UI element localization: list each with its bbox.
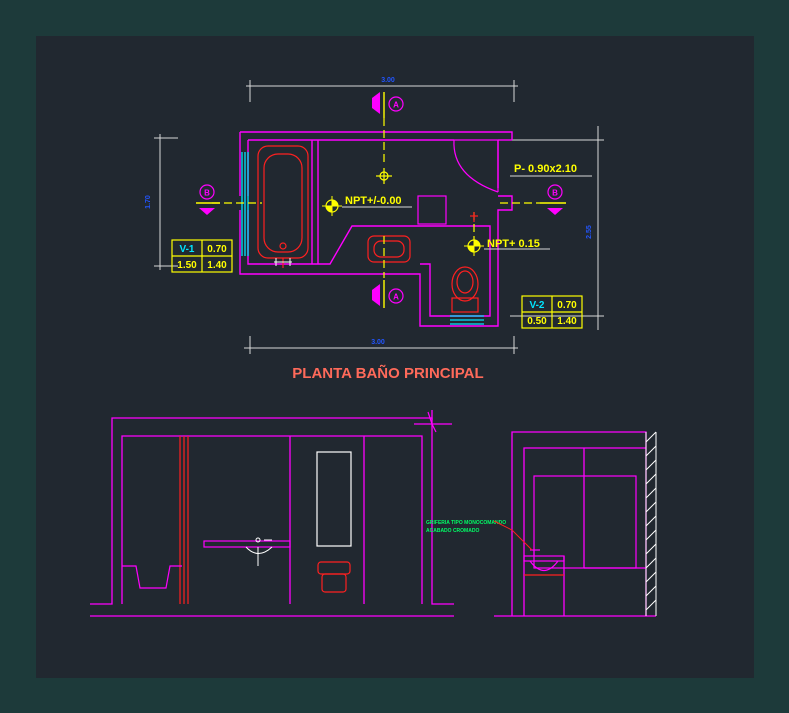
dimension-left-label: 1.70 — [145, 195, 152, 209]
window-v2-code: V-2 — [529, 300, 544, 311]
elevation-section-a — [90, 410, 454, 617]
elevation-a-shower-partition — [179, 436, 189, 604]
section-b-label-right: B — [552, 189, 558, 198]
elevation-a-toilet — [317, 561, 351, 593]
section-a-marker-top: A — [372, 92, 404, 118]
cabinet — [417, 195, 447, 225]
window-table-v2: V-2 0.70 0.50 1.40 — [521, 295, 583, 329]
dimension-bottom-label: 3.00 — [371, 339, 385, 346]
window-table-v1: V-1 0.70 1.50 1.40 — [171, 239, 233, 273]
dimension-left — [154, 134, 178, 270]
elevation-section-b: GRIFERIA TIPO MONOCOMANDO ACABADO CROMAD… — [426, 431, 657, 617]
shower-head-icon — [274, 258, 292, 266]
faucet-note-line2: ACABADO CROMADO — [426, 528, 479, 534]
dimension-top-label: 3.00 — [381, 77, 395, 84]
dimension-top — [246, 80, 518, 102]
level-marker-main-icon — [322, 196, 342, 216]
section-a-marker-bottom: A — [372, 280, 404, 308]
dimension-right — [510, 126, 604, 330]
section-b-marker-left: B — [196, 184, 220, 215]
section-a-label-top: A — [393, 101, 399, 110]
section-a-label-bottom: A — [393, 293, 399, 302]
level-marker-raised-icon — [464, 236, 484, 256]
elevation-a-walls — [90, 410, 454, 617]
section-b-label-left: B — [204, 189, 210, 198]
tile-strip-bottom — [450, 315, 484, 325]
elevation-b-sink — [523, 549, 565, 572]
vent-marker-icon — [470, 212, 478, 222]
level-raised-label: NPT+ 0.15 — [487, 238, 540, 250]
break-line-icon — [414, 411, 452, 433]
window-v2-height: 0.50 — [527, 316, 547, 327]
door-swing — [453, 139, 499, 193]
bathtub — [257, 145, 309, 268]
floor-plan: 3.00 3.00 1.70 2.55 — [145, 77, 604, 382]
elevation-a-mirror — [316, 451, 352, 547]
elevation-b-wall-hatch — [645, 431, 657, 616]
elevation-a-counter — [203, 540, 291, 548]
window-v1-height: 1.50 — [177, 260, 197, 271]
level-main-label: NPT+/-0.00 — [345, 195, 402, 207]
elevation-a-faucet-icon — [245, 537, 273, 566]
walls — [239, 131, 513, 327]
crosshair-marker-icon — [376, 168, 392, 184]
door-label: P- 0.90x2.10 — [514, 163, 577, 175]
window-v2-sill: 1.40 — [557, 316, 577, 327]
window-v1-width: 0.70 — [207, 244, 227, 255]
window-v1-code: V-1 — [179, 244, 194, 255]
faucet-note-leader — [493, 520, 533, 551]
elevation-a-bathtub — [122, 565, 182, 589]
window-v1-sill: 1.40 — [207, 260, 227, 271]
plan-title: PLANTA BAÑO PRINCIPAL — [292, 364, 483, 382]
drawing-sheet — [36, 36, 754, 678]
toilet — [451, 266, 479, 313]
washbasin — [367, 235, 411, 263]
section-b-marker-right: B — [540, 184, 566, 215]
tile-strip-left — [241, 152, 249, 256]
dimension-bottom — [244, 336, 518, 354]
window-v2-width: 0.70 — [557, 300, 577, 311]
elevation-b-mirror — [533, 475, 637, 569]
dimension-right-label: 2.55 — [586, 225, 593, 239]
faucet-note-line1: GRIFERIA TIPO MONOCOMANDO — [426, 520, 506, 526]
